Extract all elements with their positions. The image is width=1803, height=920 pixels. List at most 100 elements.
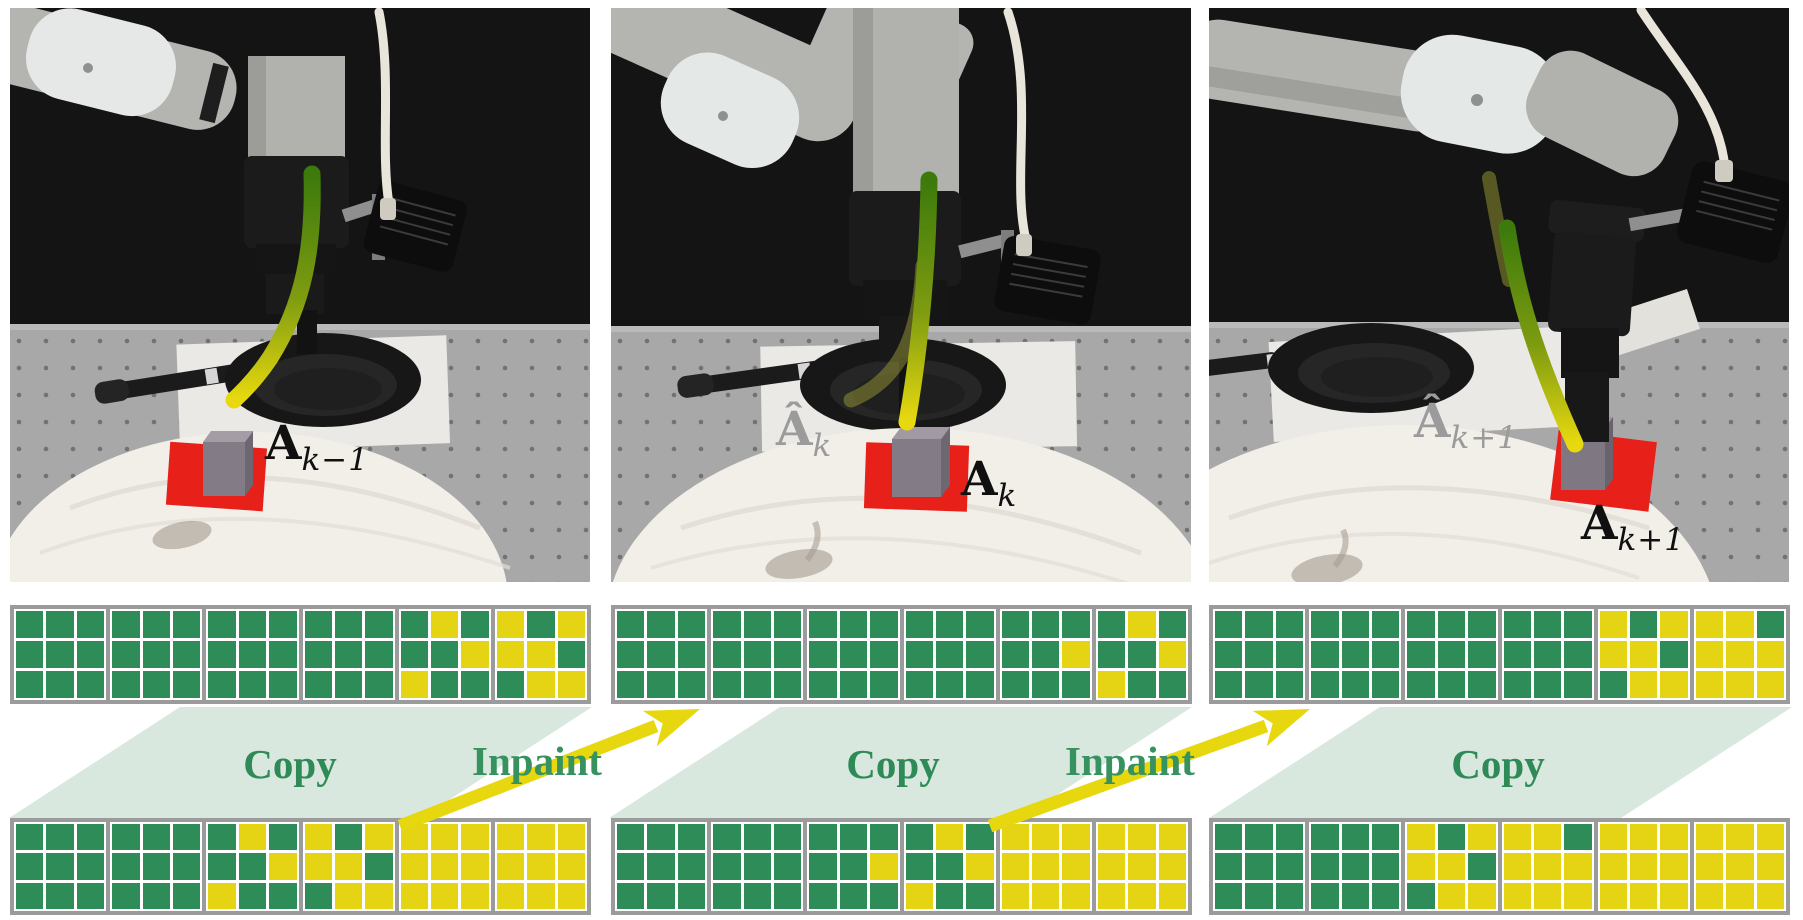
action-token (1437, 853, 1466, 880)
action-token (1032, 611, 1060, 638)
action-token (1726, 853, 1754, 880)
action-token (1726, 641, 1754, 668)
process-label-copy-3: Copy (1451, 741, 1545, 787)
action-token (1215, 611, 1243, 638)
action-token (1097, 853, 1126, 880)
action-token (1215, 641, 1243, 668)
token-block (803, 609, 899, 700)
token-block (1497, 609, 1594, 700)
action-token (1630, 882, 1658, 909)
action-token (1001, 882, 1030, 909)
action-token (1215, 671, 1243, 698)
action-token (1128, 611, 1156, 638)
action-token (1756, 853, 1785, 880)
token-block (106, 822, 202, 911)
photo-step-k-1: Ak−1 (10, 8, 590, 582)
action-token (1437, 824, 1466, 851)
token-block (1213, 609, 1305, 700)
token-block (394, 609, 491, 700)
token-block (14, 822, 106, 911)
action-token (400, 641, 429, 668)
action-token (1660, 853, 1688, 880)
action-token (461, 853, 489, 880)
action-token (1695, 641, 1724, 668)
action-token (713, 641, 741, 668)
action-token (1437, 611, 1466, 638)
token-block (995, 609, 1092, 700)
action-token (304, 853, 332, 880)
action-token (1245, 824, 1273, 851)
action-token (557, 641, 586, 668)
action-token (935, 671, 964, 698)
action-token (870, 671, 898, 698)
camera-cable (1636, 8, 1733, 182)
action-token (966, 611, 994, 638)
action-token (1599, 611, 1628, 638)
token-block (803, 822, 899, 911)
action-token (112, 611, 140, 638)
action-token-grid-top-2 (611, 605, 1192, 704)
action-token (238, 853, 267, 880)
action-token (1001, 641, 1030, 668)
action-token (461, 671, 489, 698)
action-token (1468, 611, 1496, 638)
action-token (1660, 641, 1688, 668)
action-token (1630, 824, 1658, 851)
action-token (1215, 853, 1243, 880)
label-subscript: k (812, 428, 833, 464)
action-token (1032, 853, 1060, 880)
action-token (743, 824, 771, 851)
action-token (677, 853, 706, 880)
action-token (365, 882, 393, 909)
action-token (1032, 671, 1060, 698)
action-token (713, 671, 741, 698)
action-token (1468, 671, 1496, 698)
token-block (707, 609, 803, 700)
token-block (995, 822, 1092, 911)
action-token (773, 882, 802, 909)
action-token (76, 671, 105, 698)
action-token (46, 671, 74, 698)
action-token (365, 641, 393, 668)
action-token (773, 611, 802, 638)
action-token (208, 824, 236, 851)
action-token (677, 882, 706, 909)
action-token (1311, 882, 1339, 909)
action-token (1695, 824, 1724, 851)
action-token (431, 853, 459, 880)
action-token (1695, 611, 1724, 638)
action-token (112, 641, 140, 668)
action-token (617, 641, 645, 668)
label-subscript: k−1 (301, 442, 369, 478)
action-token (1630, 611, 1658, 638)
action-token (1407, 853, 1435, 880)
token-block (1091, 822, 1188, 911)
action-token (112, 671, 140, 698)
action-token (334, 824, 363, 851)
token-block (490, 822, 587, 911)
action-token (713, 882, 741, 909)
action-token (743, 671, 771, 698)
action-token (557, 671, 586, 698)
action-token (431, 824, 459, 851)
action-token (172, 611, 201, 638)
label-A-hat-k: Âk (776, 406, 832, 462)
action-token (617, 882, 645, 909)
label-A-k-1: Ak−1 (265, 420, 369, 476)
token-block (202, 822, 298, 911)
action-token (935, 853, 964, 880)
action-token (773, 824, 802, 851)
action-token (809, 671, 837, 698)
action-token (839, 853, 868, 880)
action-token (870, 824, 898, 851)
process-label-copy-1: Copy (243, 741, 337, 787)
action-token (557, 611, 586, 638)
action-token (461, 611, 489, 638)
action-token (1468, 824, 1496, 851)
action-token (773, 641, 802, 668)
action-token (1158, 824, 1187, 851)
action-token (142, 824, 170, 851)
action-token (647, 671, 675, 698)
token-block (298, 822, 395, 911)
token-block (615, 609, 707, 700)
